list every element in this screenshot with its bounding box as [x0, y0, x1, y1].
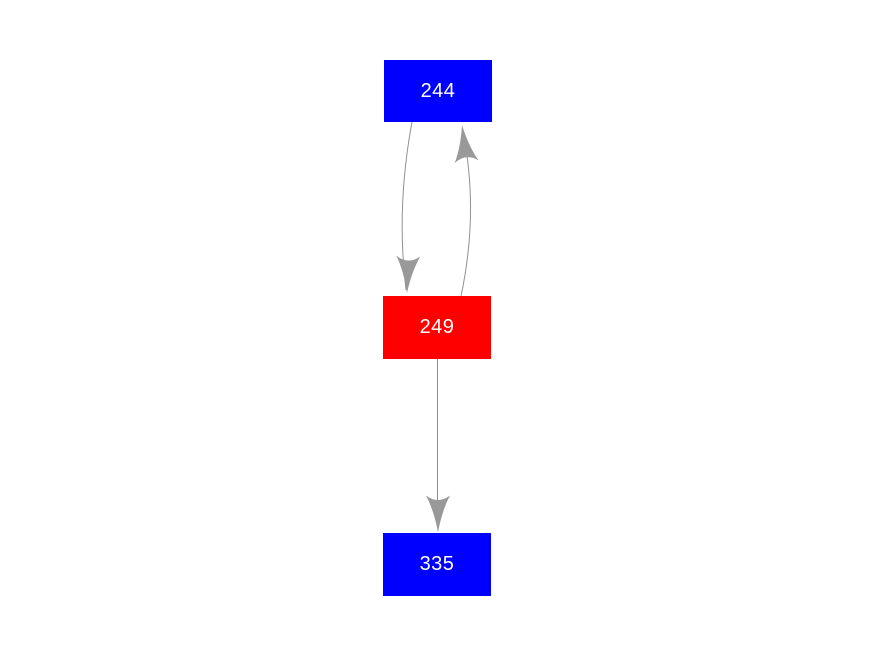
node-335-label: 335: [419, 553, 455, 575]
arrowhead-into-249: [396, 255, 421, 293]
node-244: 244: [384, 60, 492, 122]
node-249: 249: [383, 296, 491, 359]
arrowhead-into-335: [426, 495, 450, 533]
node-249-label: 249: [419, 316, 455, 338]
node-335: 335: [383, 533, 491, 596]
node-244-label: 244: [420, 79, 456, 102]
arrowhead-into-244: [454, 125, 479, 164]
